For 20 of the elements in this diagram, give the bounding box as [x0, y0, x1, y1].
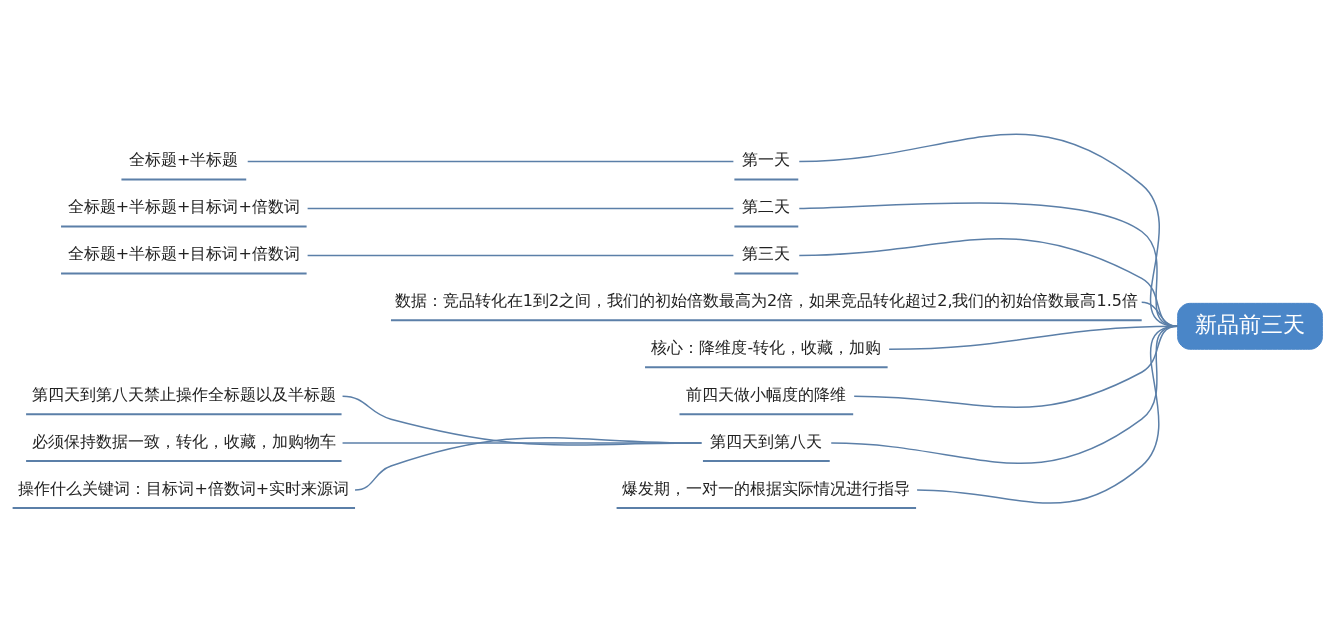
connector — [306, 254, 735, 257]
node-text: 前四天做小幅度的降维 — [686, 384, 847, 404]
node-text: 核心：降维度-转化，收藏，加购 — [651, 338, 882, 358]
node-text: 第三天 — [742, 244, 791, 264]
node-text: 爆发期，一对一的根据实际情况进行指导 — [622, 478, 911, 498]
node-text: 全标题+半标题+目标词+倍数词 — [67, 197, 300, 217]
node-text: 数据：竞品转化在1到2之间，我们的初始倍数最高为2倍，如果竞品转化超过2,我们的初始倍数最高1.5倍 — [394, 291, 1138, 311]
connector — [916, 325, 1179, 504]
connector — [354, 437, 703, 491]
connector — [246, 160, 735, 163]
node-text: 第一天 — [742, 150, 791, 170]
node-text: 第四天到第八天 — [710, 431, 823, 451]
node-box: 新品前三天 — [1177, 302, 1323, 350]
node-text: 第四天到第八天禁止操作全标题以及半标题 — [31, 384, 336, 404]
node-text: 操作什么关键词：目标词+倍数词+实时来源词 — [18, 478, 350, 498]
node-text: 必须保持数据一致，转化，收藏，加购物车 — [31, 431, 336, 451]
node-text: 全标题+半标题 — [129, 150, 239, 170]
node-text: 全标题+半标题+目标词+倍数词 — [67, 244, 300, 264]
connector — [306, 207, 735, 210]
node-text: 第二天 — [742, 197, 791, 217]
